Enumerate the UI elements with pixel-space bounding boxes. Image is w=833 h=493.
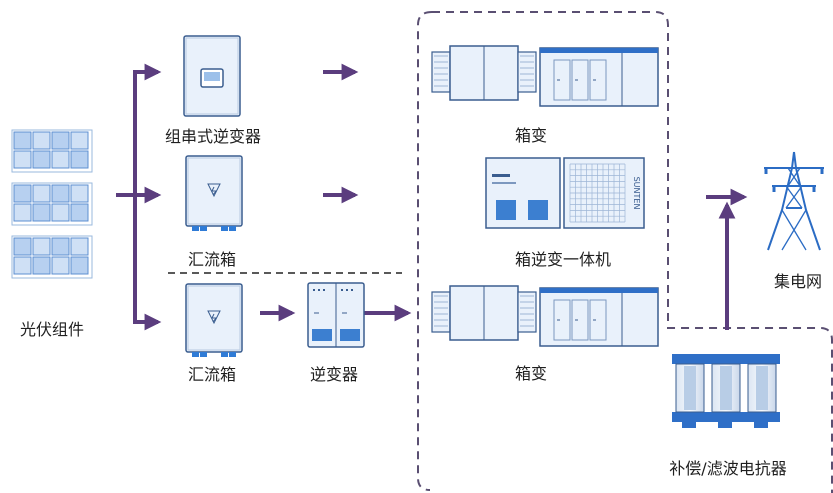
label-combiner-box-1: 汇流箱 [187, 250, 237, 269]
box-transformer-icon [431, 285, 659, 347]
combiner-box-icon [185, 283, 243, 357]
combiner-box-icon [185, 155, 243, 231]
pv-branch-lines [116, 72, 137, 322]
label-grid: 集电网 [773, 272, 823, 291]
reactor-icon [672, 354, 780, 428]
inverter-cabinet-icon [307, 282, 365, 348]
inverter-cabinet-icon [183, 35, 241, 117]
label-box-transformer-1: 箱变 [514, 126, 548, 145]
solar-panel [11, 129, 93, 173]
label-pv-modules: 光伏组件 [19, 320, 85, 339]
box-transformer-icon [431, 45, 659, 107]
label-string-inverter: 组串式逆变器 [164, 127, 262, 146]
label-combiner-box-2: 汇流箱 [187, 365, 237, 384]
integrated-unit-icon: SUNTEN [485, 157, 645, 229]
transmission-tower-icon [764, 151, 824, 251]
solar-panel-icon [11, 129, 93, 279]
dashed-boundary [417, 11, 833, 493]
label-reactor: 补偿/滤波电抗器 [669, 459, 787, 478]
label-box-transformer-2: 箱变 [514, 364, 548, 383]
label-central-inverter: 逆变器 [309, 365, 359, 384]
solar-panel [11, 235, 93, 279]
solar-panel [11, 182, 93, 226]
label-integrated-unit: 箱逆变一体机 [514, 250, 612, 269]
nameplate-brand: SUNTEN [632, 177, 641, 210]
